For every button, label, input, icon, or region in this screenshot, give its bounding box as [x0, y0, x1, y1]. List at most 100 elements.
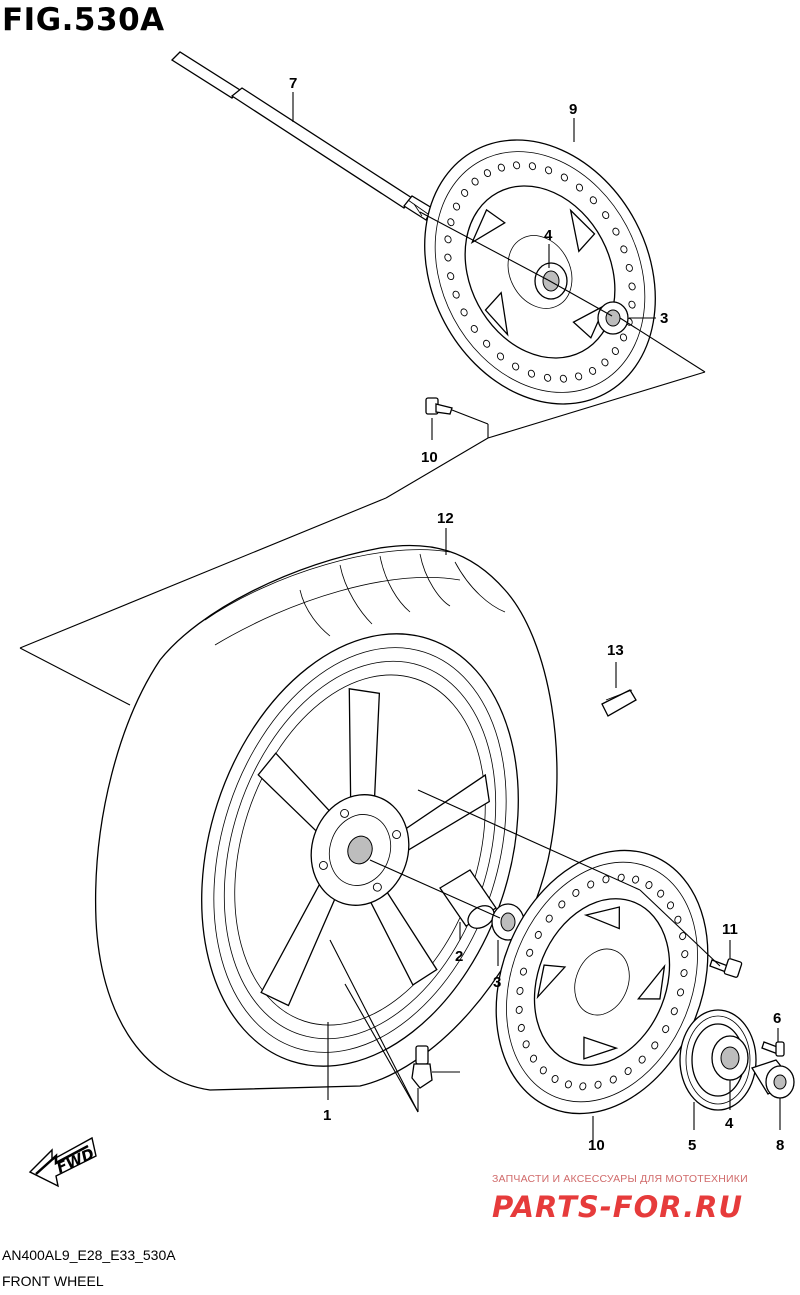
- disc-vent-hole: [444, 253, 452, 262]
- disc-vent-hole: [589, 196, 597, 205]
- disc-vent-hole: [611, 347, 619, 356]
- disc-vent-hole: [483, 169, 492, 178]
- lower-bearing-4: [711, 1035, 749, 1081]
- lower-bolt-10: [709, 958, 743, 978]
- figure-title: FIG.530A: [2, 2, 165, 38]
- figure-name: FRONT WHEEL: [2, 1273, 104, 1289]
- callout-9-lower: 10: [588, 1137, 605, 1154]
- disc-vent-hole: [628, 300, 636, 309]
- disc-vent-hole: [575, 183, 584, 192]
- disc-vent-hole: [601, 358, 609, 367]
- upper-leader-lines: [19, 92, 706, 706]
- disc-vent-hole: [517, 1023, 525, 1032]
- disc-vent-hole: [447, 218, 455, 227]
- figure-code: AN400AL9_E28_E33_530A: [2, 1247, 176, 1263]
- disc-vent-hole: [575, 372, 583, 381]
- callout-11: 12: [437, 510, 454, 527]
- disc-vent-hole: [645, 881, 653, 889]
- disc-vent-hole: [670, 1007, 678, 1016]
- disc-vent-hole: [534, 930, 542, 939]
- disc-vent-hole: [512, 362, 520, 371]
- callout-labels: 7 9 4 3 10 12 13 11 2 3 6 1 4 5 8 10: [289, 75, 784, 1154]
- axle-collar: [751, 1059, 795, 1099]
- wheel-rim: [201, 633, 519, 1067]
- callout-3-upper: 3: [660, 310, 668, 327]
- disc-vent-hole: [579, 1082, 587, 1091]
- disc-vent-hole: [496, 352, 505, 361]
- disc-vent-hole: [452, 202, 461, 211]
- disc-vent-hole: [657, 889, 665, 898]
- lower-brake-disc: [495, 849, 709, 1115]
- disc-vent-hole: [497, 163, 505, 172]
- disc-vent-hole: [529, 1054, 538, 1063]
- upper-bolt-10: [425, 397, 453, 415]
- disc-vent-hole: [662, 1025, 670, 1034]
- disc-vent-hole: [666, 901, 675, 910]
- disc-vent-hole: [680, 969, 688, 978]
- callout-6: 6: [773, 1010, 781, 1027]
- disc-vent-hole: [676, 988, 685, 997]
- upper-bearing-4: [534, 262, 568, 300]
- callout-13: 13: [607, 642, 624, 659]
- disc-vent-hole: [624, 1067, 632, 1076]
- disc-vent-hole: [587, 880, 595, 889]
- disc-vent-hole: [559, 374, 568, 383]
- callout-8: 8: [776, 1137, 784, 1154]
- disc-vent-hole: [609, 1075, 617, 1084]
- disc-vent-hole: [470, 324, 478, 333]
- disc-vent-hole: [558, 900, 566, 909]
- callout-4-lower: 4: [725, 1115, 734, 1132]
- disc-vent-hole: [460, 308, 468, 317]
- disc-vent-hole: [628, 282, 636, 291]
- disc-vent-hole: [674, 915, 682, 924]
- disc-vent-hole: [681, 950, 689, 959]
- disc-vent-hole: [572, 888, 580, 897]
- fwd-arrow-icon: FWD: [28, 1136, 97, 1188]
- disc-vent-hole: [651, 1041, 659, 1050]
- disc-vent-hole: [594, 1080, 602, 1089]
- disc-vent-hole: [612, 227, 620, 236]
- disc-vent-hole: [527, 369, 536, 378]
- lower-leader-lines: [327, 528, 781, 1140]
- disc-vent-hole: [471, 177, 479, 186]
- callout-10-lower: 11: [722, 921, 738, 938]
- disc-vent-hole: [588, 366, 597, 375]
- callout-5: 5: [688, 1137, 696, 1154]
- disc-vent-hole: [632, 875, 640, 884]
- spacer: [439, 869, 497, 929]
- axle-part: [170, 51, 433, 221]
- disc-vent-hole: [551, 1075, 559, 1083]
- callout-4-upper: 4: [544, 227, 553, 244]
- watermark-logo: PARTS-FOR.RU: [492, 1190, 743, 1224]
- callout-3-lower: 3: [493, 974, 501, 991]
- disc-vent-hole: [545, 914, 553, 923]
- disc-vent-hole: [447, 272, 455, 281]
- disc-vent-hole: [560, 173, 568, 182]
- disc-vent-hole: [461, 188, 469, 197]
- tire-valve: [411, 1045, 433, 1089]
- disc-vent-hole: [638, 1055, 646, 1064]
- callout-9-upper: 9: [569, 101, 577, 118]
- disc-vent-hole: [539, 1066, 547, 1075]
- disc-vent-hole: [522, 1040, 530, 1049]
- disc-vent-hole: [564, 1080, 572, 1089]
- disc-vent-hole: [543, 373, 552, 382]
- callout-7: 7: [289, 75, 297, 92]
- disc-vent-hole: [625, 263, 633, 272]
- disc-vent-hole: [544, 166, 553, 175]
- disc-vent-hole: [483, 339, 491, 348]
- watermark-caption: ЗАПЧАСТИ И АКСЕССУАРЫ ДЛЯ МОТОТЕХНИКИ: [492, 1173, 748, 1185]
- disc-vent-hole: [519, 967, 528, 976]
- disc-vent-hole: [515, 1005, 523, 1014]
- screw-6: [761, 1041, 785, 1057]
- upper-bearing-3: [597, 301, 629, 335]
- disc-vent-hole: [512, 161, 521, 170]
- callout-1: 1: [323, 1107, 331, 1124]
- disc-vent-hole: [526, 948, 534, 957]
- disc-vent-hole: [444, 235, 452, 244]
- callout-10-upper: 10: [421, 449, 438, 466]
- balance-weight: [601, 689, 637, 717]
- disc-vent-hole: [452, 290, 460, 299]
- disc-vent-hole: [619, 333, 628, 342]
